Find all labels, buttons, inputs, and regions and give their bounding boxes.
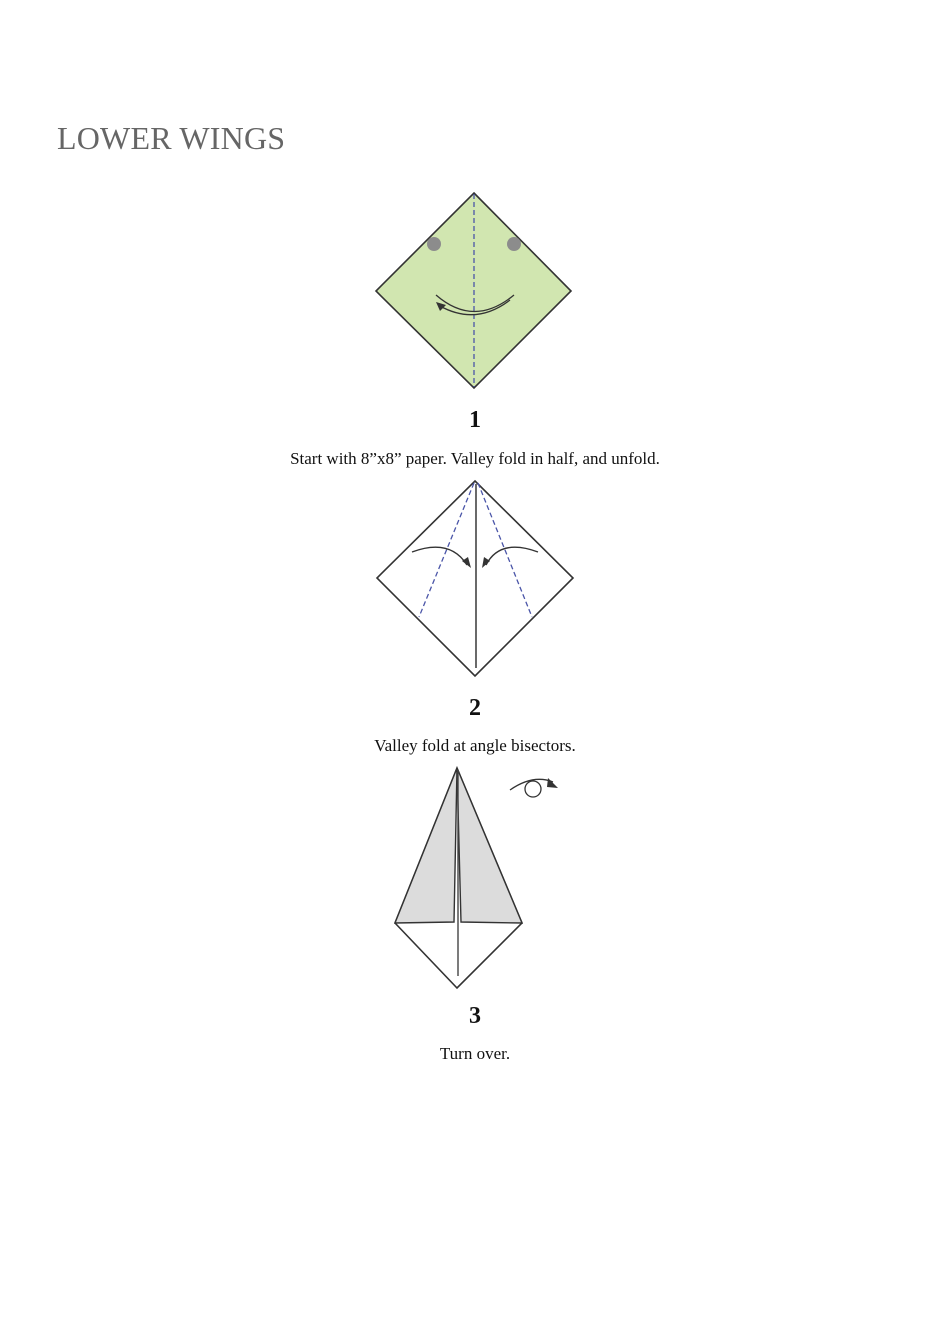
step-3-diagram xyxy=(393,765,558,990)
step-number: 1 xyxy=(469,407,481,433)
fold-arrow-left-icon xyxy=(411,546,471,568)
reference-dot-icon xyxy=(427,237,441,251)
step-caption: Turn over. xyxy=(439,1044,511,1063)
step-number: 3 xyxy=(469,1003,481,1029)
step-caption: Start with 8”x8” paper. Valley fold in h… xyxy=(290,449,660,468)
folded-flap-left xyxy=(393,767,458,924)
fold-unfold-arrow-icon xyxy=(435,294,515,316)
reference-dot-icon xyxy=(507,237,521,251)
valley-fold-line-left xyxy=(418,482,475,618)
fold-arrow-right-icon xyxy=(482,546,539,568)
turn-over-icon xyxy=(509,778,558,798)
step-1-diagram xyxy=(374,191,573,390)
step-caption: Valley fold at angle bisectors. xyxy=(374,736,576,755)
paper-square xyxy=(375,479,575,678)
section-title: LOWER WINGS xyxy=(57,120,286,156)
step-number: 2 xyxy=(469,695,481,721)
folded-flap-right xyxy=(456,767,524,924)
step-2-diagram xyxy=(375,479,575,678)
valley-fold-line-right xyxy=(477,482,533,618)
